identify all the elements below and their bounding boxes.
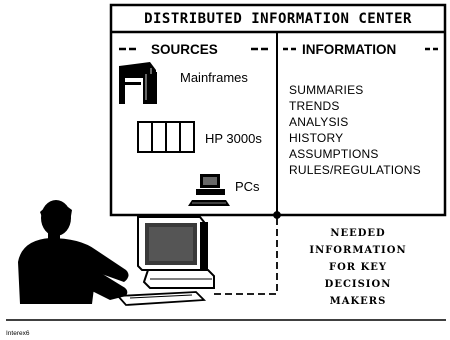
info-center-box [109,3,447,217]
footer-credit: Interex6 [6,330,30,337]
info-item-trends: TRENDS [289,99,340,113]
sources-header: SOURCES [151,42,218,57]
source-label-hp3000s: HP 3000s [205,131,262,146]
needed-line-4: DECISION [324,279,392,290]
desktop-computer-icon [116,216,215,306]
source-label-mainframes: Mainframes [180,70,248,85]
person-icon [18,200,129,304]
needed-line-5: MAKERS [329,296,387,307]
connector-line [214,211,281,295]
needed-line-2: INFORMATION [309,245,407,256]
needed-line-1: NEEDED [330,228,386,239]
info-item-summaries: SUMMARIES [289,83,364,97]
information-header: INFORMATION [302,42,397,57]
diagram-title: DISTRIBUTED INFORMATION CENTER [144,11,412,27]
needed-line-3: FOR KEY [328,262,388,273]
info-item-history: HISTORY [289,131,344,145]
info-item-rules-regulations: RULES/REGULATIONS [289,163,421,177]
info-item-analysis: ANALYSIS [289,115,349,129]
hp3000-icon [137,121,195,153]
mainframe-icon [119,62,157,104]
pc-icon [188,174,230,206]
info-item-assumptions: ASSUMPTIONS [289,147,379,161]
source-label-pcs: PCs [235,179,260,194]
